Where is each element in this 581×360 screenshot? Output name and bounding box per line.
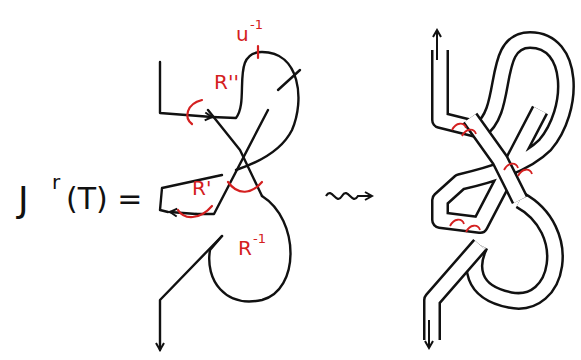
strand bbox=[196, 110, 268, 214]
formula-text: (T) = bbox=[66, 184, 142, 214]
r-matrix-arc bbox=[178, 206, 212, 217]
arrow bbox=[428, 320, 430, 348]
formula-superscript: r bbox=[52, 172, 60, 192]
strand bbox=[209, 196, 290, 301]
strand bbox=[160, 236, 222, 350]
formula-symbol: J bbox=[18, 182, 29, 218]
r-matrix-label: R bbox=[238, 238, 252, 258]
r-matrix-arc bbox=[187, 100, 202, 124]
arrow bbox=[436, 30, 438, 60]
r-matrix-label: R'' bbox=[214, 72, 239, 92]
ribbon-element-label: u bbox=[236, 24, 249, 44]
crossing-marks bbox=[178, 46, 262, 217]
r-matrix-label: R' bbox=[192, 178, 211, 198]
squiggle-arrow bbox=[326, 193, 372, 199]
strand bbox=[160, 62, 212, 117]
exponent: -1 bbox=[250, 18, 263, 31]
strand bbox=[278, 70, 300, 90]
r-matrix-arc bbox=[228, 182, 262, 192]
strand bbox=[212, 52, 298, 170]
strand bbox=[170, 212, 196, 214]
crossing-marks bbox=[450, 124, 532, 232]
strand bbox=[208, 110, 262, 196]
left-tangle bbox=[160, 52, 300, 350]
exponent: -1 bbox=[253, 232, 266, 245]
right-tangle bbox=[432, 40, 566, 340]
u-dot bbox=[257, 46, 259, 58]
